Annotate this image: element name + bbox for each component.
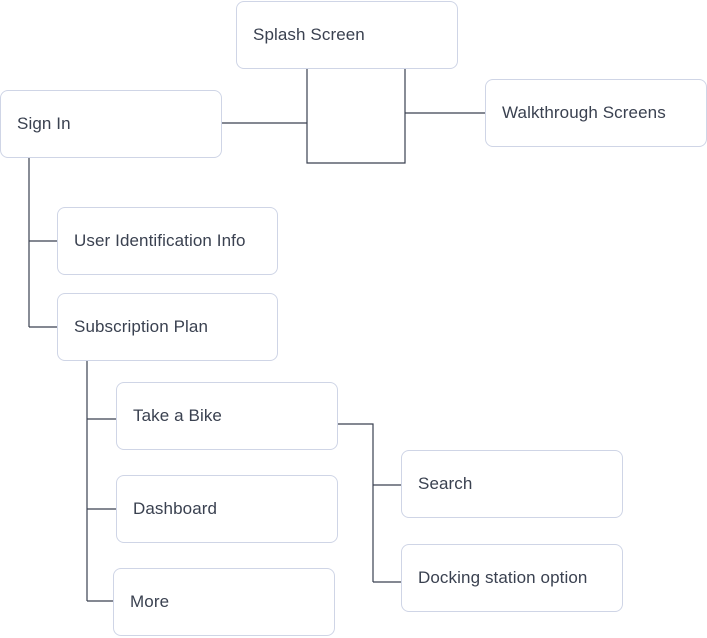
node-take-a-bike: Take a Bike [116, 382, 338, 450]
node-dashboard: Dashboard [116, 475, 338, 543]
node-walkthrough-screens: Walkthrough Screens [485, 79, 707, 147]
node-label: Dashboard [133, 499, 218, 518]
node-label: Walkthrough Screens [502, 103, 666, 122]
node-sign-in: Sign In [0, 90, 222, 158]
node-docking-station-option: Docking station option [401, 544, 623, 612]
node-label: Docking station option [418, 568, 588, 587]
node-more: More [113, 568, 335, 636]
node-subscription-plan: Subscription Plan [57, 293, 278, 361]
node-search: Search [401, 450, 623, 518]
node-label: User Identification Info [74, 231, 246, 250]
node-label: More [130, 592, 170, 611]
node-label: Splash Screen [253, 25, 365, 44]
connector-splash-bracket [306, 69, 406, 164]
node-label: Take a Bike [133, 406, 222, 425]
node-label: Sign In [17, 114, 71, 133]
connector-take-bike-branch [338, 423, 374, 582]
node-label: Search [418, 474, 473, 493]
node-user-identification-info: User Identification Info [57, 207, 278, 275]
node-splash-screen: Splash Screen [236, 1, 458, 69]
node-label: Subscription Plan [74, 317, 208, 336]
